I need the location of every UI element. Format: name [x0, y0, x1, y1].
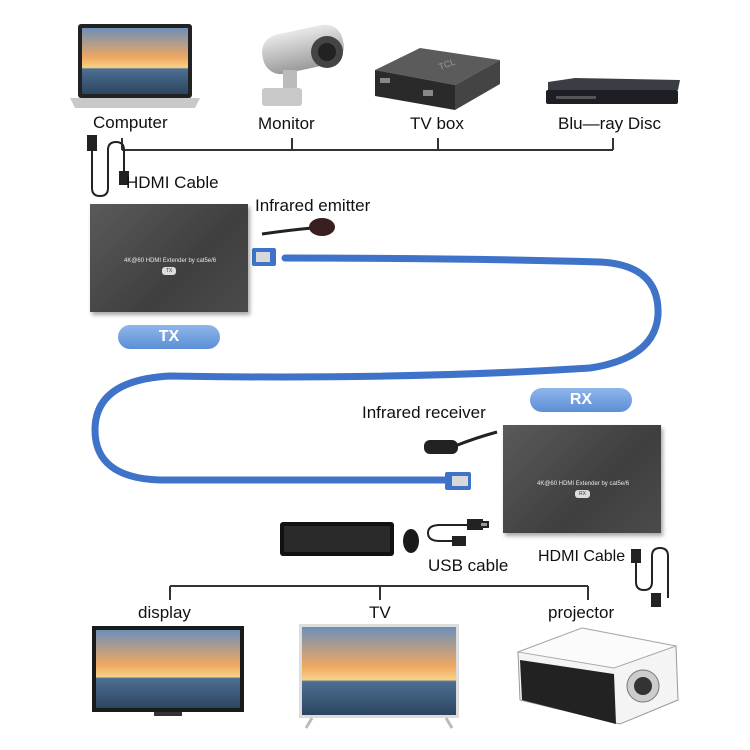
- source-bus-lines: [121, 138, 614, 151]
- tv-label: TV: [369, 603, 391, 622]
- infrared-receiver-icon: [424, 430, 498, 454]
- output-bus-lines: [169, 585, 589, 600]
- security-camera-icon: [262, 24, 344, 106]
- projector-label: projector: [548, 603, 615, 622]
- usb-cable-label: USB cable: [428, 556, 509, 575]
- infrared-emitter-icon: [261, 218, 335, 236]
- bluray-label: Blu—ray Disc: [558, 114, 661, 133]
- hdmi-cable-bottom-icon: [631, 546, 669, 607]
- tx-device-text: 4K@60 HDMI Extender by cat5e/6: [124, 258, 217, 264]
- tx-pill: TX: [118, 325, 220, 349]
- rj45-connector-tx: [252, 248, 276, 266]
- network-cable: [91, 254, 662, 484]
- monitor-label: Monitor: [258, 114, 315, 133]
- tx-device: 4K@60 HDMI Extender by cat5e/6 TX: [90, 204, 248, 312]
- hdmi-cable-bottom-label: HDMI Cable: [538, 548, 626, 565]
- usb-cable-icon: [426, 519, 489, 546]
- tv-icon: [299, 624, 459, 729]
- rj45-connector-rx: [445, 472, 471, 490]
- rx-device-tag: RX: [575, 490, 590, 498]
- laptop-icon: [70, 24, 200, 108]
- computer-label: Computer: [93, 113, 168, 132]
- hdmi-cable-top-icon: [87, 135, 129, 198]
- tv-box-label: TV box: [410, 114, 464, 133]
- tv-box-icon: [375, 48, 500, 110]
- mouse-icon: [403, 529, 419, 553]
- rx-device: 4K@60 HDMI Extender by cat5e/6 RX: [503, 425, 661, 533]
- infrared-emitter-label: Infrared emitter: [255, 196, 371, 215]
- rx-pill: RX: [530, 388, 632, 412]
- tx-device-tag: TX: [162, 267, 177, 275]
- bluray-player-icon: [546, 78, 680, 104]
- infrared-receiver-label: Infrared receiver: [362, 403, 486, 422]
- keyboard-icon: [280, 522, 394, 556]
- projector-icon: [516, 627, 679, 725]
- display-label: display: [138, 603, 191, 622]
- rx-device-text: 4K@60 HDMI Extender by cat5e/6: [537, 481, 630, 487]
- hdmi-cable-top-label: HDMI Cable: [126, 173, 219, 192]
- display-icon: [92, 626, 244, 716]
